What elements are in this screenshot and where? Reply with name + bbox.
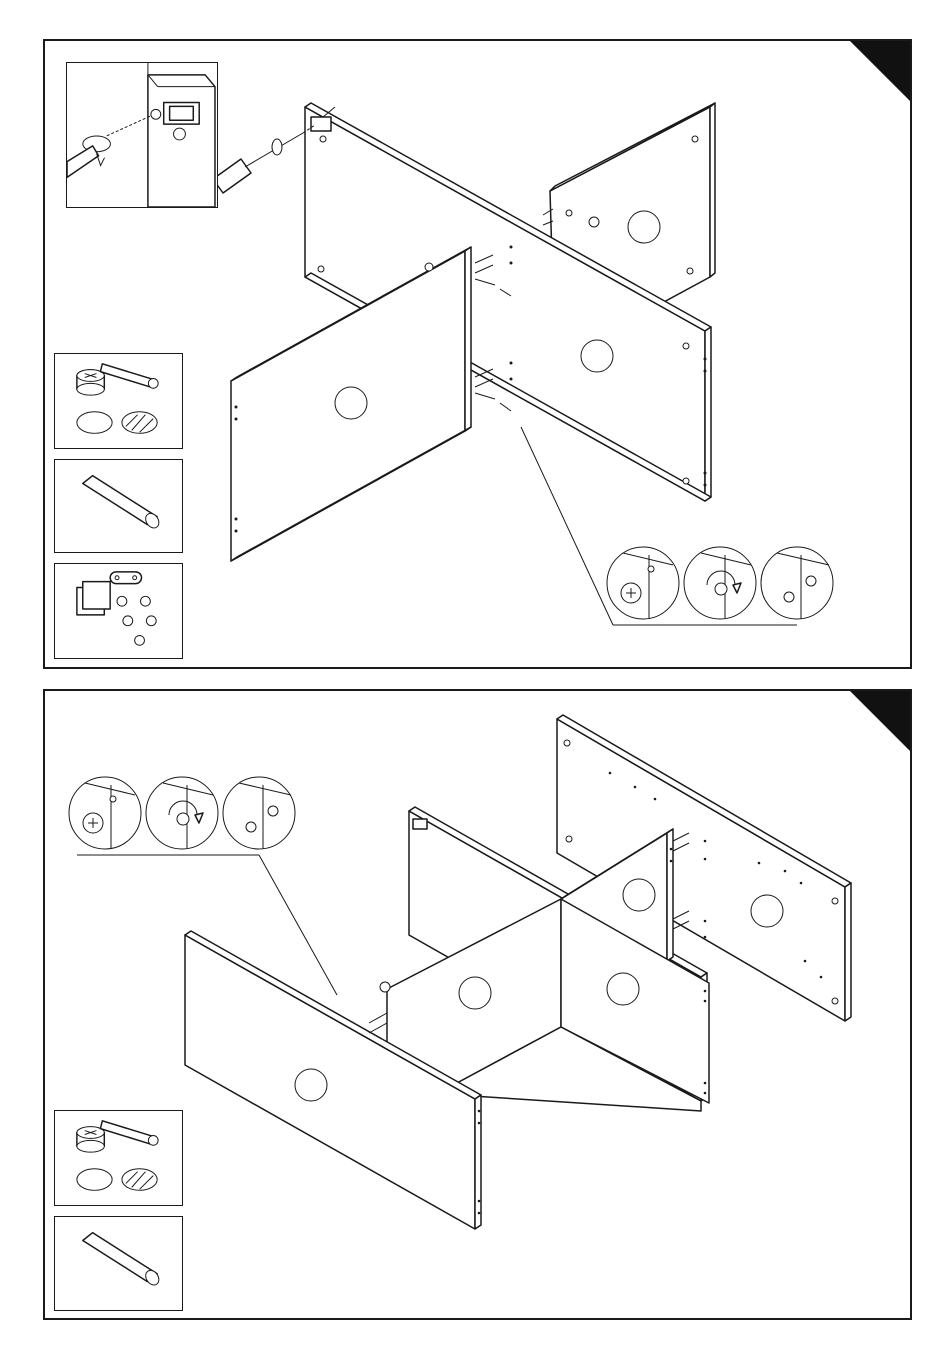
- cam-lock-icon: [77, 1121, 158, 1152]
- cam-stage-2: [684, 547, 756, 619]
- detail-cam-lock-three-stage-2: [67, 771, 299, 855]
- leader-line: [259, 855, 337, 995]
- metal-plate-icon: [110, 572, 141, 584]
- screwdriver-icon: [213, 125, 315, 193]
- leader-line: [521, 427, 613, 625]
- part-cam-lock-fitting: [54, 353, 183, 449]
- cam-stage-1: [607, 547, 679, 619]
- dowel-icon: [83, 476, 162, 531]
- cam-stage-3: [223, 777, 295, 849]
- part-cam-lock-fitting-2: [54, 1110, 183, 1206]
- cap-wood-icon: [122, 412, 157, 434]
- screws-icon: [117, 596, 156, 645]
- cap-wood-icon: [122, 1169, 157, 1191]
- screw-icon: [151, 109, 161, 119]
- cap-white-icon: [77, 1169, 112, 1191]
- cam-stage-3: [761, 547, 833, 619]
- part-wooden-dowel: [54, 459, 183, 553]
- step-1-panel: [43, 39, 912, 669]
- cam-stage-2: [146, 777, 218, 849]
- detail-screwdriver-fixing-catch: [66, 62, 218, 208]
- part-wooden-dowel-2: [54, 1216, 183, 1311]
- part-magnetic-door-catch: [54, 563, 183, 659]
- cam-lock-icon: [77, 364, 158, 395]
- dowel-icon: [83, 1233, 162, 1288]
- step-2-panel: [43, 689, 912, 1320]
- cap-white-icon: [77, 412, 112, 434]
- magnet-catch-icon: [77, 582, 110, 615]
- cam-stage-1: [69, 777, 141, 849]
- detail-cam-lock-three-stage: [605, 541, 837, 625]
